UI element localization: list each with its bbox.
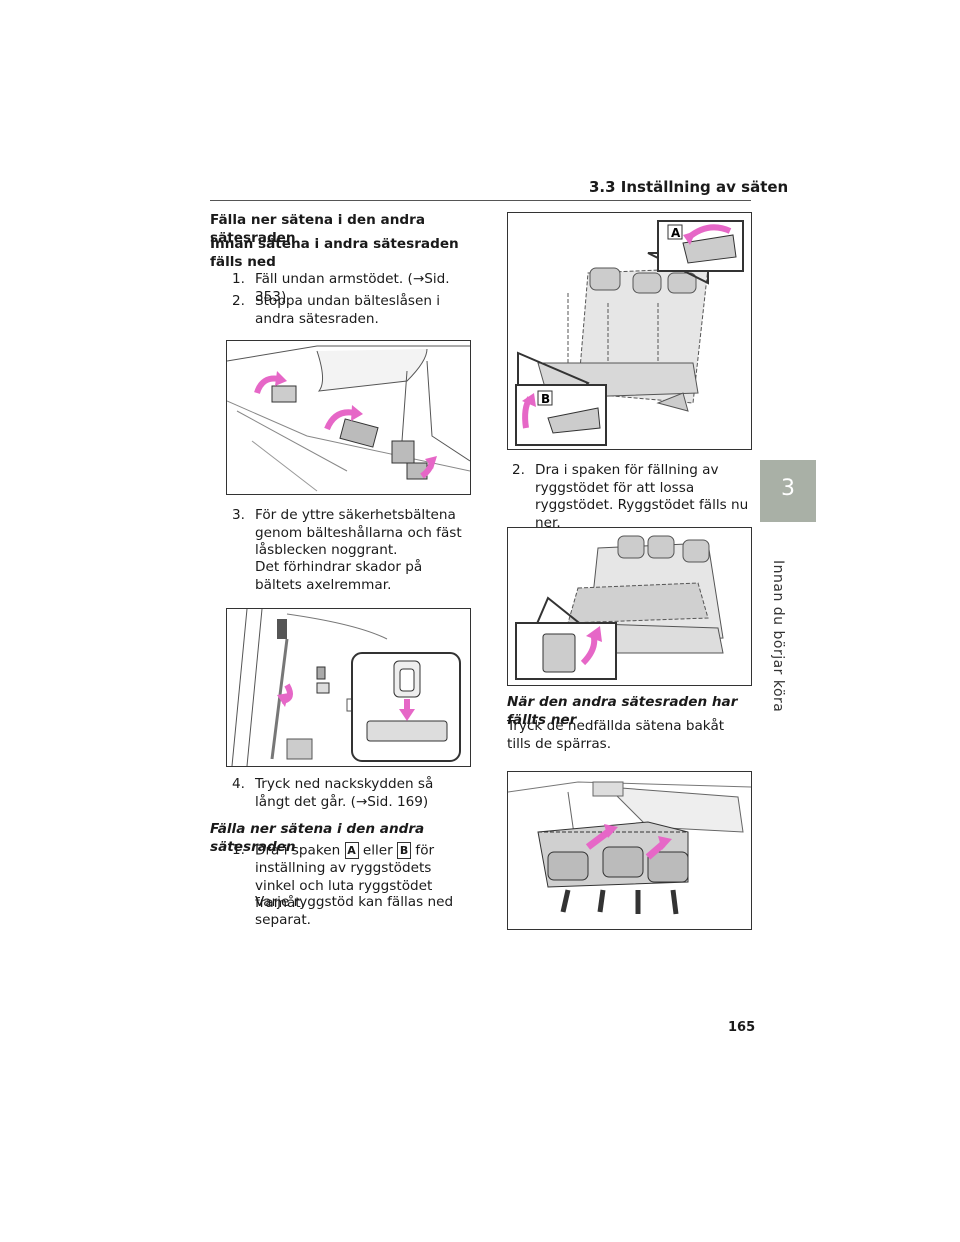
chapter-label: Innan du börjar köra (770, 560, 786, 713)
step-number: 2. (512, 462, 525, 478)
label-b-box: B (397, 842, 412, 859)
step-text: Dra i spaken A eller B för inställning a… (255, 842, 472, 913)
step-text: Stoppa undan bälteslåsen i andra sätesra… (255, 293, 441, 327)
step-number: 2. (232, 293, 245, 309)
step-5: 1. Dra i spaken A eller B för inställnin… (232, 842, 472, 912)
chapter-tab: 3 (760, 460, 816, 522)
step-text: För de yttre säkerhetsbältena genom bält… (255, 507, 462, 558)
page-number: 165 (728, 1020, 756, 1035)
step-text: Fäll undan armstödet. (→Sid. 353) (255, 271, 450, 305)
label-a-box: A (344, 842, 359, 859)
illustration-seat-push (507, 771, 752, 930)
chapter-number: 3 (781, 476, 795, 501)
label-a: A (671, 226, 681, 240)
illustration-seat-levers: B A (507, 212, 752, 450)
illustration-buckle (226, 340, 471, 495)
step-number: 1. (232, 842, 245, 858)
header-rule (210, 200, 751, 201)
step-number: 3. (232, 507, 245, 523)
step-text-mid: eller (362, 842, 393, 859)
step-text-post: för inställning av ryggstödets vinkel oc… (255, 842, 435, 912)
step-text-pre: Dra i spaken (255, 842, 341, 859)
section-header: 3.3 Inställning av säten (589, 178, 789, 196)
section-title-3: När den andra sätesraden har fällts ner (507, 694, 738, 728)
step-text: Dra i spaken för fällning av ryggstödet … (535, 462, 749, 531)
section-title-2: Fälla ner sätena i den andra sätesraden (210, 821, 425, 855)
section-body: Tryck de nedfällda sätena bakåt tills de… (507, 718, 725, 752)
illustration-seat-folding (507, 527, 752, 686)
step-5-note: Varje ryggstöd kan fällas ned separat. (255, 894, 454, 928)
label-b: B (541, 392, 550, 406)
step-text: Tryck ned nackskydden så långt det går. … (255, 776, 434, 810)
step-3-note: Det förhindrar skador på bältets axelrem… (255, 559, 423, 593)
subsection-title: Innan sätena i andra sätesraden fälls ne… (210, 236, 459, 270)
section-title: Fälla ner sätena i den andra sätesraden (210, 212, 425, 246)
step-number: 1. (232, 271, 245, 287)
step-number: 4. (232, 776, 245, 792)
illustration-belt-holder (226, 608, 471, 767)
